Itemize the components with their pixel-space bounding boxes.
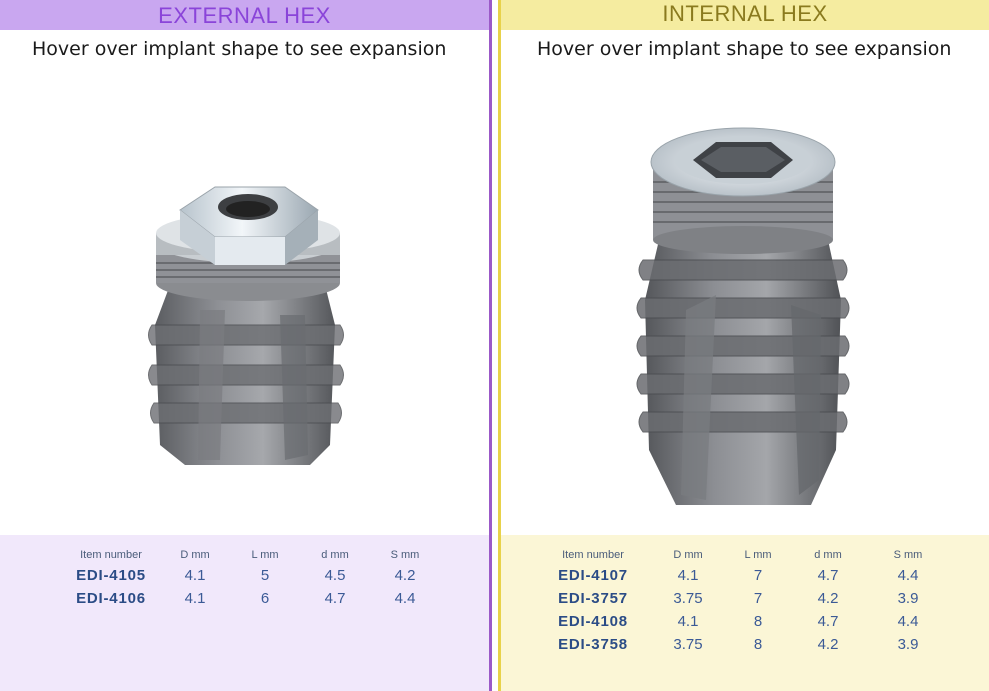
external-hover-hint: Hover over implant shape to see expansio… [32,38,447,60]
item-number: EDI-4108 [558,613,628,630]
small-d-value: 4.5 [324,567,346,584]
small-d-value: 4.2 [817,590,839,607]
l-value: 6 [260,590,270,607]
s-value: 3.9 [897,636,919,653]
external-hex-implant-image[interactable] [140,175,355,480]
yellow-divider [498,0,501,691]
external-spec-area: Item number D mm L mm d mm S mm EDI-4105… [0,535,489,691]
l-value: 5 [260,567,270,584]
internal-implant-svg [636,127,850,505]
d-value: 4.1 [677,567,699,584]
table-row: EDI-4107 4.1 7 4.7 4.4 [543,564,943,587]
external-hex-title: EXTERNAL HEX [0,0,489,30]
item-number: EDI-3757 [558,590,628,607]
small-d-value: 4.7 [817,567,839,584]
col-header-l-mm: L mm [251,549,279,561]
col-header-l-mm: L mm [744,549,772,561]
s-value: 4.4 [897,613,919,630]
col-header-s-mm: S mm [390,549,420,561]
s-value: 4.4 [897,567,919,584]
l-value: 8 [753,636,763,653]
purple-divider [489,0,492,691]
internal-spec-table: Item number D mm L mm d mm S mm EDI-4107… [543,549,943,656]
col-header-s-mm: S mm [893,549,923,561]
s-value: 4.2 [394,567,416,584]
table-row: EDI-4105 4.1 5 4.5 4.2 [62,564,440,587]
col-header-item-number: Item number [562,549,624,561]
item-number: EDI-3758 [558,636,628,653]
l-value: 7 [753,567,763,584]
s-value: 4.4 [394,590,416,607]
d-value: 3.75 [673,590,703,607]
d-value: 4.1 [184,567,206,584]
col-header-small-d-mm: d mm [814,549,842,561]
internal-hex-implant-image[interactable] [631,120,856,520]
col-header-d-mm: D mm [673,549,703,561]
d-value: 3.75 [673,636,703,653]
l-value: 7 [753,590,763,607]
external-implant-svg [148,186,344,465]
s-value: 3.9 [897,590,919,607]
item-number: EDI-4107 [558,567,628,584]
d-value: 4.1 [677,613,699,630]
internal-spec-area: Item number D mm L mm d mm S mm EDI-4107… [501,535,989,691]
internal-hex-title: INTERNAL HEX [501,0,989,30]
external-hex-panel: EXTERNAL HEX Hover over implant shape to… [0,0,489,691]
table-row: EDI-3758 3.75 8 4.2 3.9 [543,633,943,656]
col-header-d-mm: D mm [180,549,210,561]
small-d-value: 4.7 [324,590,346,607]
external-spec-table: Item number D mm L mm d mm S mm EDI-4105… [62,549,440,610]
table-row: EDI-3757 3.75 7 4.2 3.9 [543,587,943,610]
internal-hover-hint: Hover over implant shape to see expansio… [537,38,952,60]
item-number: EDI-4106 [76,590,146,607]
table-row: EDI-4106 4.1 6 4.7 4.4 [62,587,440,610]
small-d-value: 4.2 [817,636,839,653]
internal-hex-panel: INTERNAL HEX Hover over implant shape to… [501,0,989,691]
l-value: 8 [753,613,763,630]
small-d-value: 4.7 [817,613,839,630]
col-header-item-number: Item number [80,549,142,561]
table-row: EDI-4108 4.1 8 4.7 4.4 [543,610,943,633]
d-value: 4.1 [184,590,206,607]
col-header-small-d-mm: d mm [321,549,349,561]
item-number: EDI-4105 [76,567,146,584]
